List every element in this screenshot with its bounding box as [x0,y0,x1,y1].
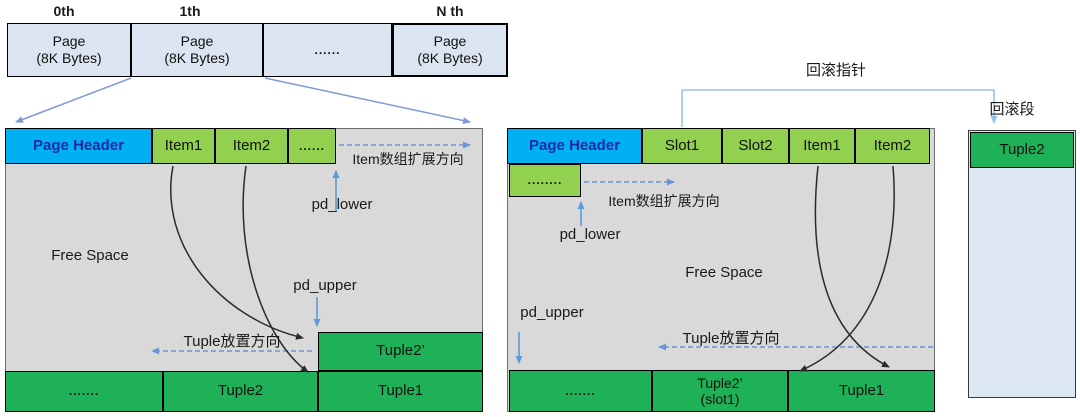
right-free-space-label: Free Space [685,264,763,281]
rollback-pointer-label: 回滚指针 [805,62,866,79]
right-item-direction-label: Item数组扩展方向 [608,193,720,209]
right-pd-upper-label: pd_upper [520,304,584,321]
right-item1-box: Item1 [789,128,855,164]
left-item1-box: Item1 [152,128,215,164]
right-slot1-box: Slot1 [642,128,722,164]
left-pd-lower-label: pd_lower [311,196,373,213]
left-bottom-ellipsis-box: ....... [5,371,163,412]
fan-line-left [15,77,132,123]
index-label-nth: N th [436,3,464,19]
right-tuple2-new-line2: (slot1) [700,391,740,407]
left-item-ellipsis-box: ...... [288,128,336,164]
right-item2-box: Item2 [855,128,930,164]
page-box-1: Page (8K Bytes) [131,23,263,77]
page-box-n: Page (8K Bytes) [392,23,508,77]
left-tuple2-new-box: Tuple2’ [318,332,483,371]
left-page-header: Page Header [5,128,152,164]
rollback-segment-body [968,130,1076,398]
rollback-tuple2-box: Tuple2 [970,132,1074,168]
right-page-header: Page Header [507,128,642,164]
page-box-0: Page (8K Bytes) [7,23,131,77]
page-box-0-line1: Page [52,32,86,49]
page-box-0-line2: (8K Bytes) [36,50,102,66]
left-tuple-direction-label: Tuple放置方向 [183,333,281,350]
left-free-space-label: Free Space [51,247,129,264]
page-box-1-line2: (8K Bytes) [164,50,230,66]
right-row2-ellipsis-box: ........ [509,164,581,197]
left-tuple1-box: Tuple1 [318,371,483,412]
page-box-ellipsis: ...... [263,23,392,77]
right-slot2-box: Slot2 [722,128,789,164]
left-item-direction-label: Item数组扩展方向 [352,151,464,167]
page-box-n-line1: Page [433,32,467,49]
right-tuple2-new-line1: Tuple2’ [697,374,743,391]
right-bottom-ellipsis-box: ....... [509,370,652,412]
page-box-ellipsis-text: ...... [314,42,341,57]
left-tuple2-box: Tuple2 [163,371,318,412]
right-tuple2-new-box: Tuple2’ (slot1) [652,370,788,412]
page-box-1-line1: Page [180,32,214,49]
left-pd-upper-label: pd_upper [293,277,357,294]
page-box-n-line2: (8K Bytes) [417,50,483,66]
right-pd-lower-label: pd_lower [559,226,621,243]
index-label-1th: 1th [179,3,201,19]
left-item2-box: Item2 [215,128,288,164]
fan-line-right [264,77,471,124]
rollback-pointer-line [681,89,998,127]
rollback-segment-label: 回滚段 [989,101,1035,118]
right-tuple1-box: Tuple1 [788,370,935,412]
right-tuple-direction-label: Tuple放置方向 [682,330,780,347]
index-label-0th: 0th [53,3,75,19]
